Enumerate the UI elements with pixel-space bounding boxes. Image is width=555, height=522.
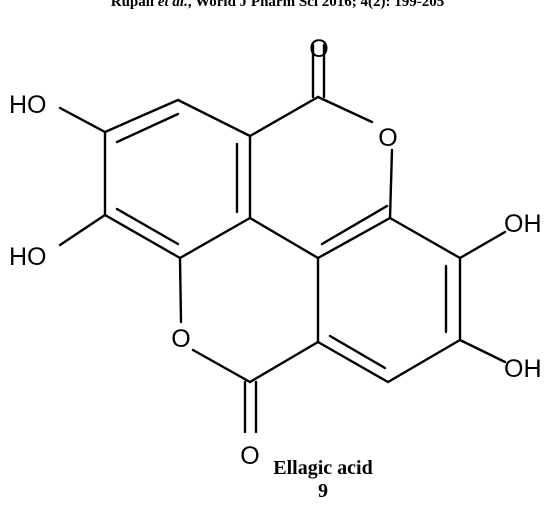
bond — [316, 340, 390, 384]
bond — [328, 334, 387, 370]
bond — [388, 148, 394, 220]
citation-author: Rupali — [110, 0, 155, 10]
citation-etal: et al. — [157, 0, 188, 10]
atom-oh-top-right: OH — [504, 210, 542, 238]
bond — [248, 95, 320, 138]
bond — [176, 98, 252, 138]
bond — [316, 216, 392, 260]
bond — [58, 213, 107, 247]
bond — [115, 112, 180, 144]
citation-journal: , World J Pharm Sci 2016; 4(2): 199-205 — [187, 0, 445, 10]
atom-oh-top-left: HO — [9, 91, 47, 119]
compound-number: 9 — [318, 480, 328, 502]
bond — [388, 216, 462, 260]
bond — [191, 348, 252, 384]
bond — [316, 95, 374, 124]
bond — [386, 338, 462, 384]
bond — [248, 216, 320, 260]
bond — [178, 216, 252, 260]
atom-oh-bottom-right: OH — [504, 355, 542, 383]
bond — [178, 256, 183, 324]
bonds — [58, 43, 507, 434]
atom-o-ring-top: O — [378, 124, 397, 152]
bond — [248, 340, 320, 384]
bond — [103, 213, 182, 260]
atom-o-carbonyl-bottom: O — [240, 442, 259, 470]
atom-o-carbonyl-top: O — [309, 35, 328, 63]
bond — [458, 230, 507, 260]
bond — [58, 106, 107, 134]
bond — [320, 204, 389, 246]
bond — [458, 338, 507, 364]
bond — [115, 207, 180, 246]
atom-labels: O O O O HO HO OH OH — [9, 35, 542, 470]
bond — [103, 98, 180, 134]
atom-oh-mid-left: HO — [9, 243, 47, 271]
citation-header: Rupali et al., World J Pharm Sci 2016; 4… — [0, 0, 555, 11]
atom-o-ring-bottom: O — [171, 325, 190, 353]
compound-name: Ellagic acid — [273, 457, 372, 479]
